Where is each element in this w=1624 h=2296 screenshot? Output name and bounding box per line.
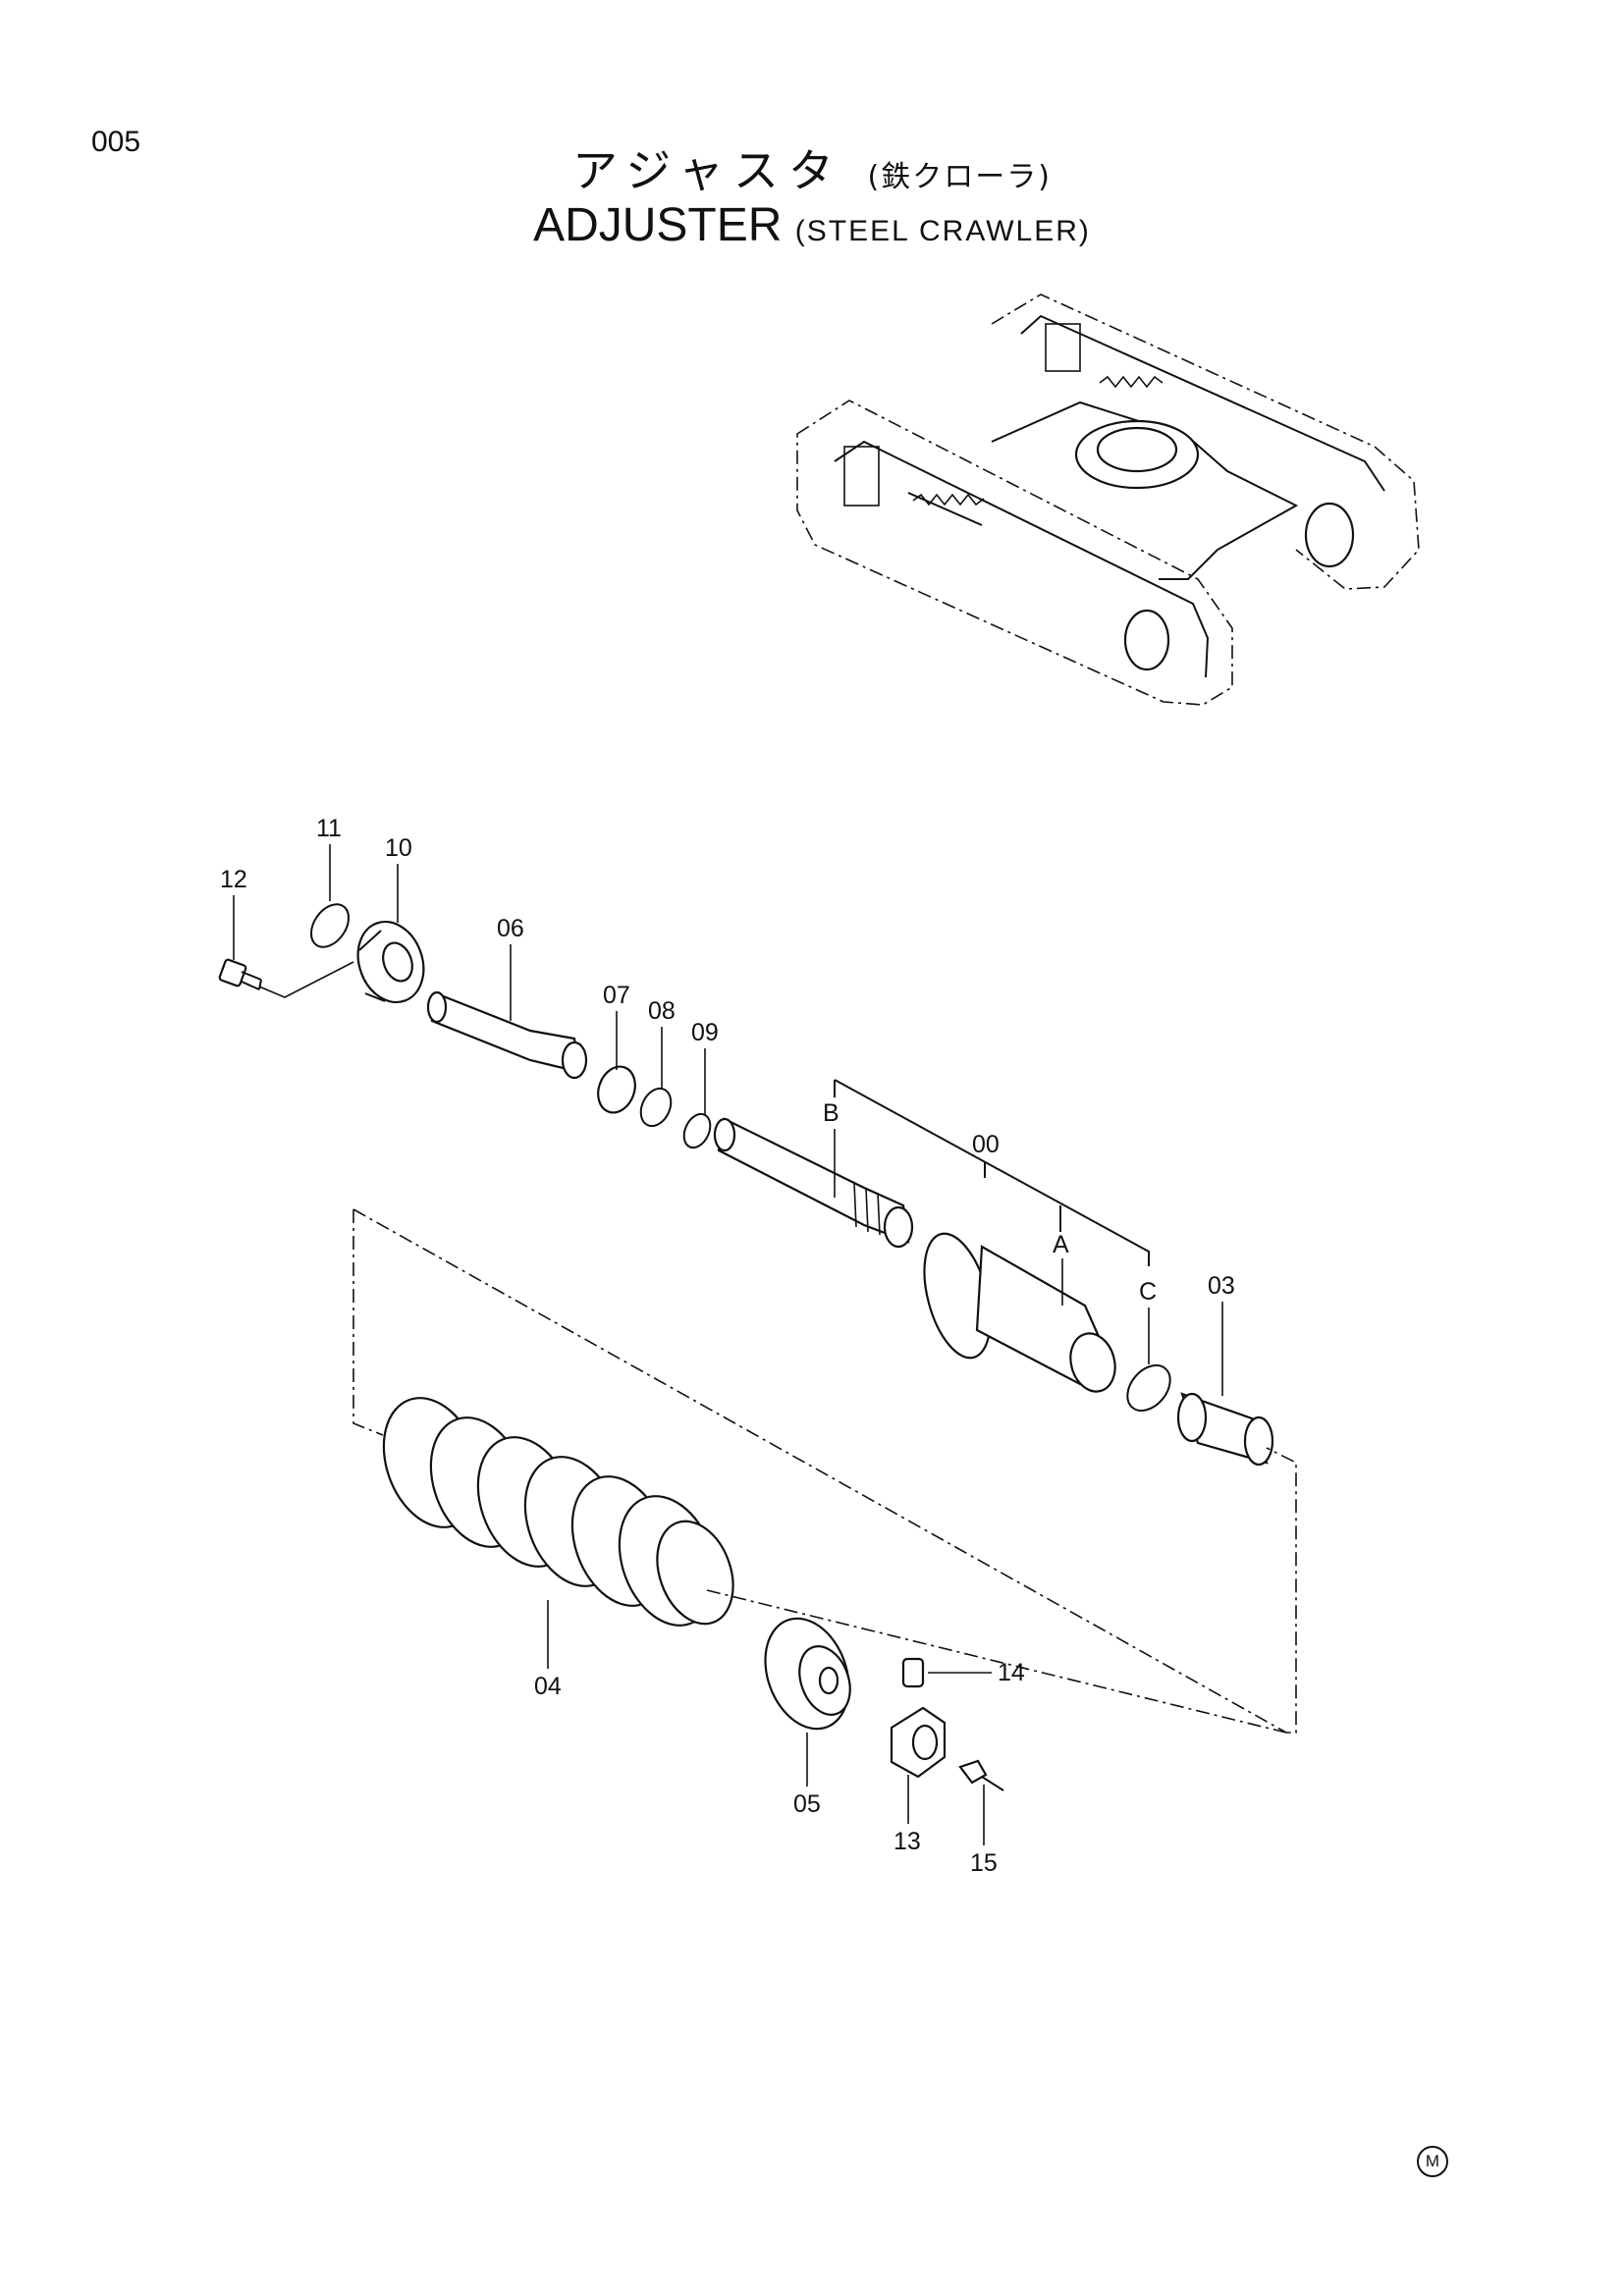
part-08-ring [639, 1087, 673, 1128]
title-jp-sub: (鉄クローラ) [867, 160, 1052, 194]
bolt-shank [241, 971, 262, 990]
cylinder-end [1069, 1332, 1116, 1393]
part-03-bushing [1176, 1392, 1274, 1467]
part-10-flange [356, 920, 425, 1004]
valve-stem [981, 1776, 1004, 1791]
near-bracket [843, 446, 880, 507]
callout-10: 10 [385, 834, 412, 862]
fitting-body [901, 1657, 925, 1688]
part-A-cylinder [923, 1232, 1116, 1393]
title-japanese: アジャスタ (鉄クローラ) [0, 135, 1624, 200]
piston-rod-tip [883, 1205, 914, 1249]
undercarriage-illustration [796, 294, 1420, 706]
callout-07: 07 [603, 982, 630, 1009]
assembly-line-left [352, 1209, 384, 1436]
near-track-inner [834, 440, 1210, 678]
far-idler [1304, 502, 1355, 568]
callout-00: 00 [972, 1131, 1000, 1158]
far-bracket [1045, 323, 1081, 372]
spring-near-coil [912, 493, 985, 507]
callout-03: 03 [1208, 1272, 1235, 1300]
leader-12-to-10 [258, 961, 354, 998]
spring-far-coil [1099, 375, 1164, 389]
center-frame [991, 400, 1299, 580]
callout-13: 13 [893, 1828, 921, 1855]
rod-body [430, 991, 581, 1074]
piston-rod-grooves [853, 1182, 881, 1236]
part-B-piston-rod [713, 1117, 914, 1249]
near-track-outline [796, 400, 1233, 706]
callout-15: 15 [970, 1849, 998, 1877]
assembly-line-lower [706, 1589, 1287, 1734]
seat-bore [818, 1666, 839, 1695]
part-13-nut [890, 1706, 947, 1779]
title-jp-main: アジャスタ [572, 144, 843, 197]
nut-bore [911, 1724, 939, 1761]
swing-bearing-inner [1096, 426, 1178, 473]
part-04-spring [382, 1397, 734, 1627]
callout-A: A [1053, 1231, 1069, 1258]
far-track-outline [991, 294, 1420, 590]
title-english: ADJUSTER (STEEL CRAWLER) [0, 198, 1624, 252]
piston-rod-end [713, 1117, 736, 1152]
part-14-fitting [901, 1657, 925, 1688]
assembly-line-diagonal [352, 1208, 1297, 1734]
bushing-tip [1243, 1415, 1274, 1467]
part-15-valve [958, 1759, 1004, 1791]
flange-bore [382, 941, 413, 983]
far-track-inner [1020, 314, 1385, 492]
bushing-end [1176, 1392, 1208, 1443]
part-12-bolt [218, 958, 354, 998]
part-09-snap-ring [682, 1112, 712, 1149]
title-en-sub: (STEEL CRAWLER) [794, 215, 1091, 247]
rod-tip [561, 1041, 588, 1080]
part-11-o-ring [309, 903, 351, 948]
valve-head [958, 1759, 988, 1785]
part-06-rod [426, 990, 588, 1080]
page-number: 005 [91, 126, 141, 158]
callout-09: 09 [691, 1019, 719, 1046]
callout-08: 08 [648, 997, 676, 1025]
bolt-head [218, 958, 247, 988]
manufacturer-mark: M [1417, 2146, 1448, 2177]
callout-04: 04 [534, 1673, 562, 1700]
callout-06: 06 [497, 915, 524, 942]
spring-inner [656, 1520, 734, 1626]
near-idler [1123, 609, 1170, 671]
flange-side [358, 930, 386, 1002]
assembly-00-bracket [834, 1079, 1150, 1266]
rod-end [426, 990, 448, 1024]
callout-C: C [1139, 1278, 1157, 1306]
part-05-spring-seat [764, 1617, 851, 1731]
part-07-collar [597, 1065, 636, 1114]
callout-05: 05 [793, 1790, 821, 1818]
callout-11: 11 [316, 815, 342, 842]
part-C-o-ring [1126, 1363, 1171, 1413]
spring-near [907, 492, 983, 526]
title-en-main: ADJUSTER [533, 199, 783, 251]
callout-14: 14 [998, 1659, 1025, 1686]
callout-12: 12 [220, 866, 247, 893]
callout-B: B [823, 1099, 839, 1127]
